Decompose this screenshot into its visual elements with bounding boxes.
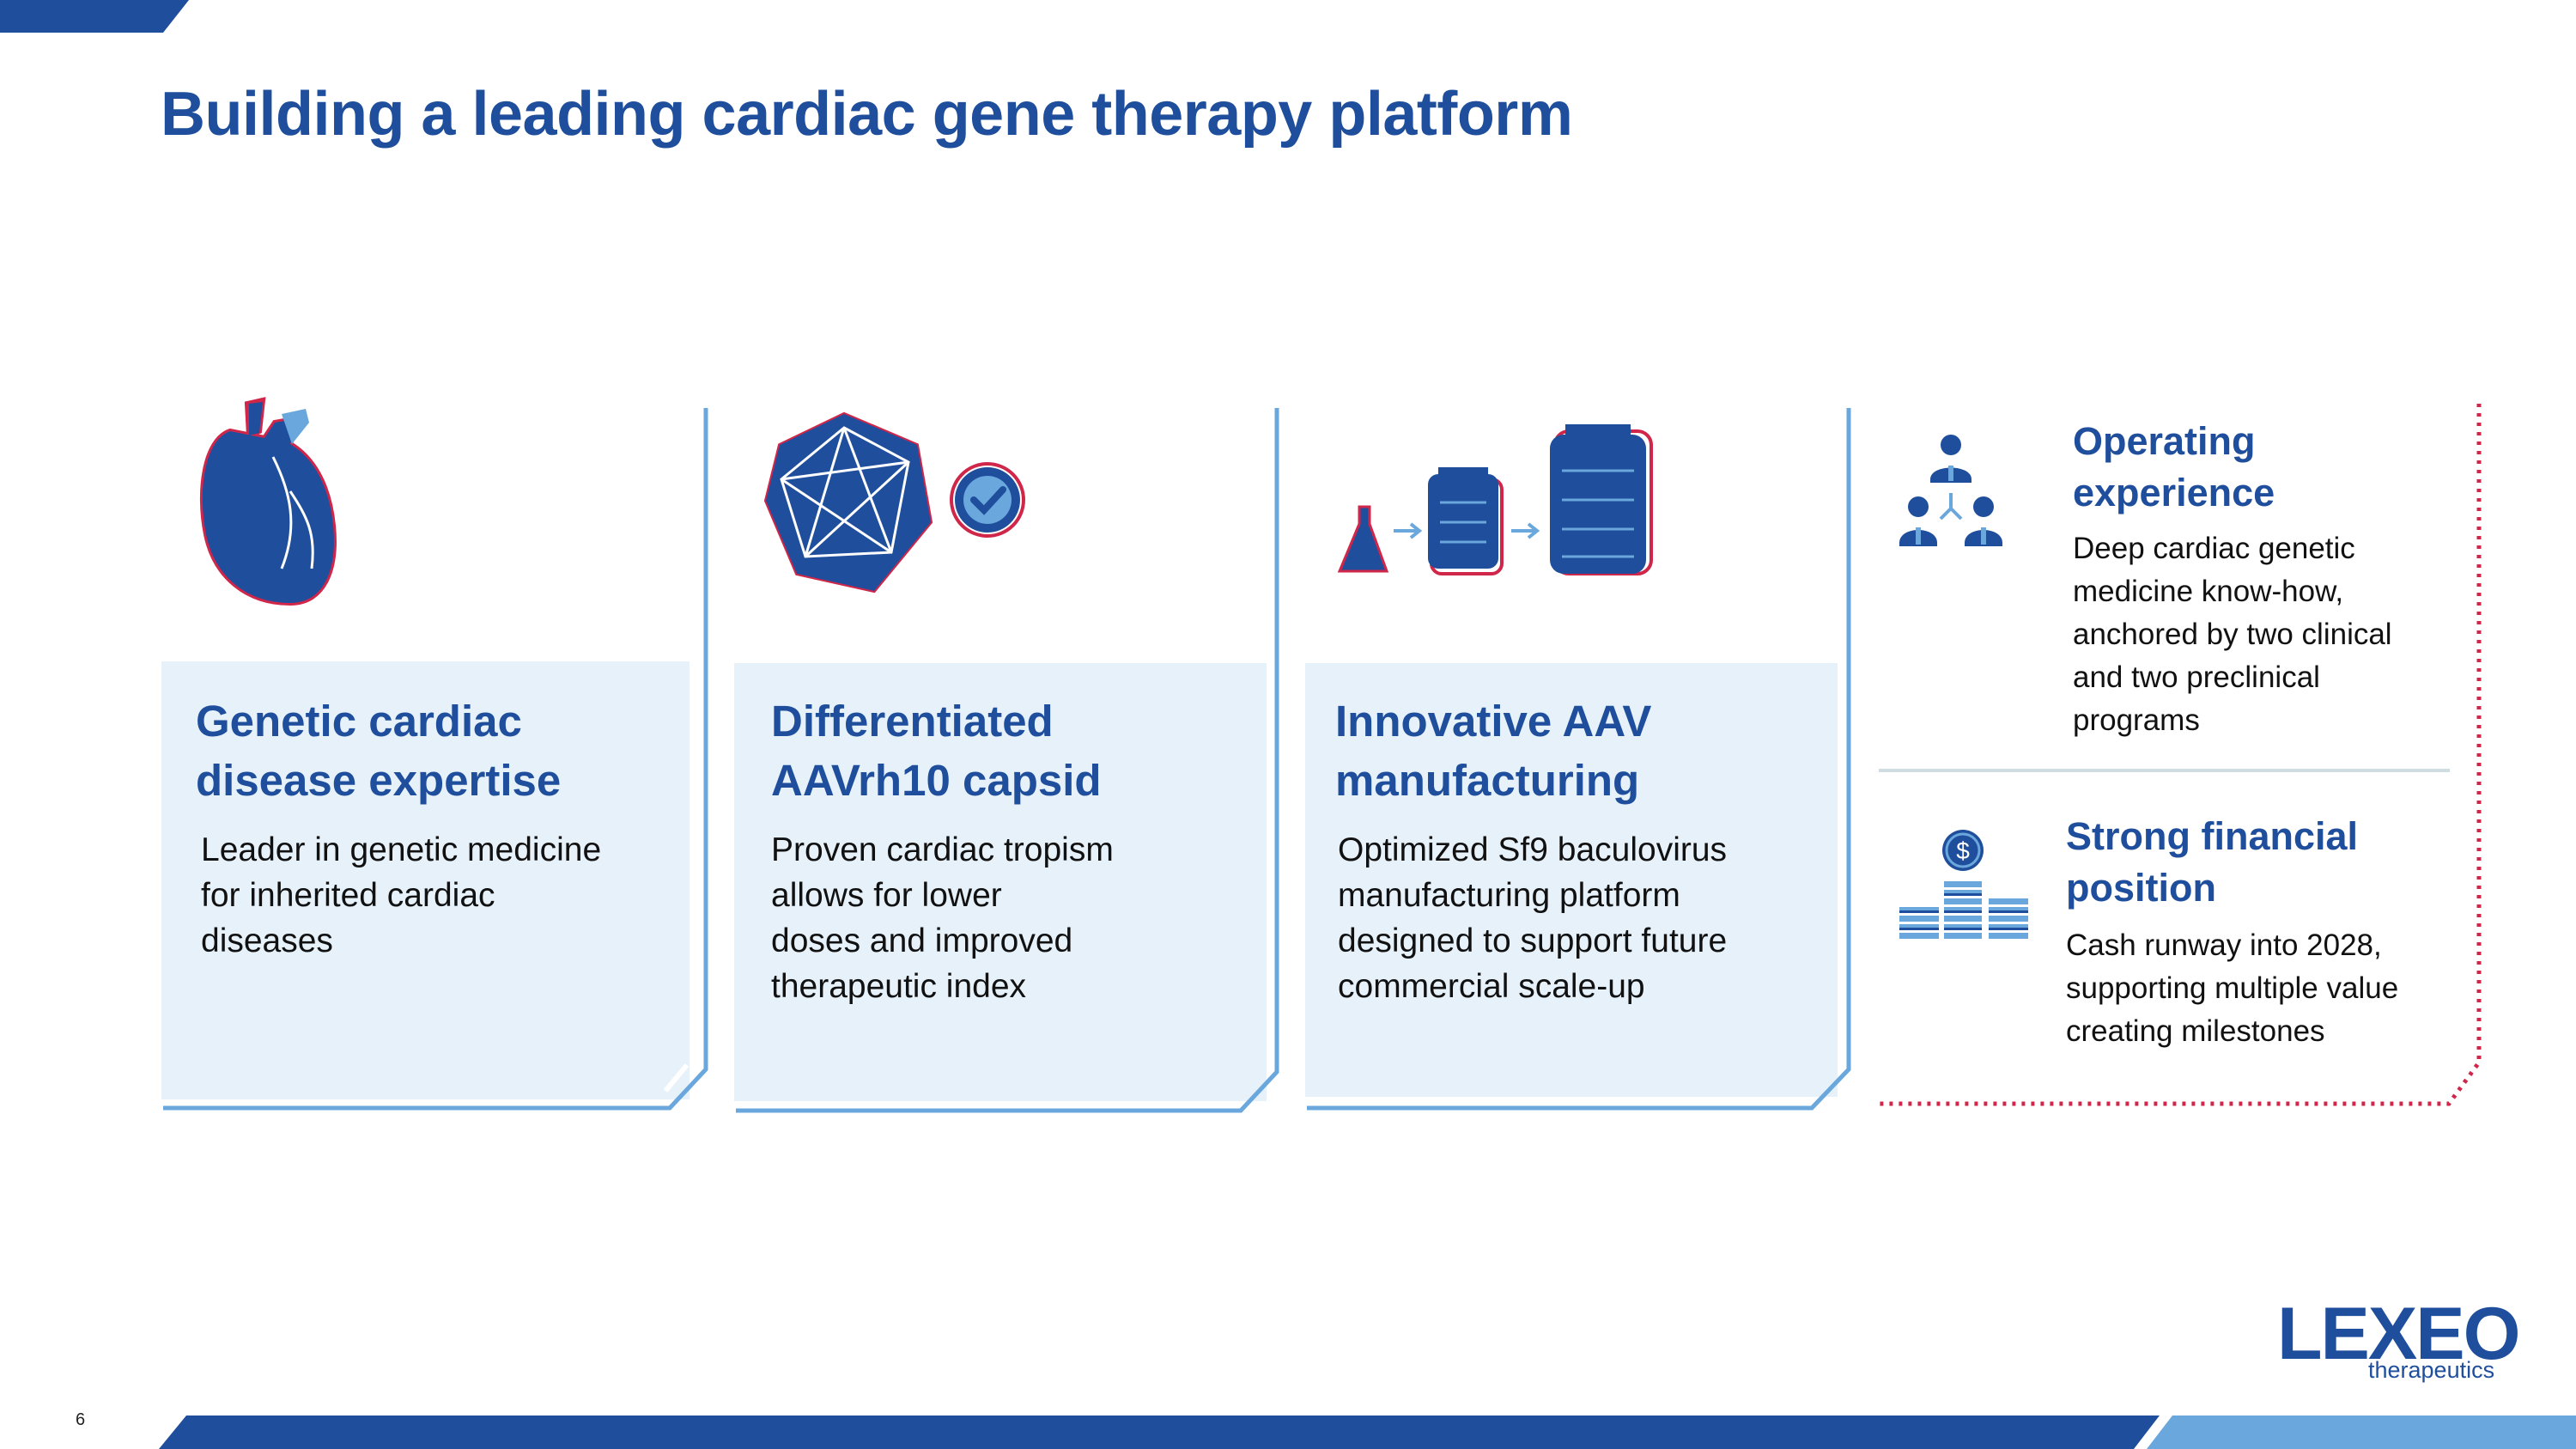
capsid-icon [763, 411, 1025, 594]
team-icon [1899, 435, 2002, 546]
card-differentiated-capsid [734, 663, 1267, 1101]
card-genetic-expertise [161, 661, 711, 1117]
card-3-frame [1307, 408, 1851, 1111]
manufacturing-icon [1337, 424, 1653, 575]
side-2-title: Strong financial position [2066, 814, 2359, 910]
money-icon: $ [1899, 830, 2028, 939]
card-2-title: Differentiated AAVrh10 capsid [771, 697, 1102, 805]
side-panel-frame [1879, 404, 2482, 1106]
logo-subtitle: therapeutics [2368, 1357, 2495, 1383]
card-2-frame [736, 408, 1279, 1113]
page-number: 6 [76, 1410, 86, 1429]
logo-wordmark: LEXEO [2277, 1293, 2521, 1375]
card-1-body: Leader in genetic medicine for inherited… [201, 831, 602, 959]
svg-text:$: $ [1956, 837, 1970, 864]
card-aav-manufacturing [1305, 663, 1838, 1097]
card-3-body: Optimized Sf9 baculovirus manufacturing … [1338, 831, 1728, 1005]
card-1-frame [163, 408, 708, 1111]
card-2-body: Proven cardiac tropism allows for lower … [771, 831, 1114, 1005]
top-accent-bar [0, 0, 189, 33]
page-title: Building a leading cardiac gene therapy … [161, 80, 1573, 149]
side-1-title: Operating experience [2073, 419, 2275, 514]
card-3-title: Innovative AAV manufacturing [1335, 697, 1652, 805]
card-1-title: Genetic cardiac disease expertise [196, 697, 562, 805]
side-2-body: Cash runway into 2028, supporting multip… [2066, 928, 2399, 1048]
side-1-body: Deep cardiac genetic medicine know-how, … [2073, 532, 2392, 737]
heart-icon [199, 397, 337, 606]
bottom-accent-bar [159, 1416, 2576, 1449]
